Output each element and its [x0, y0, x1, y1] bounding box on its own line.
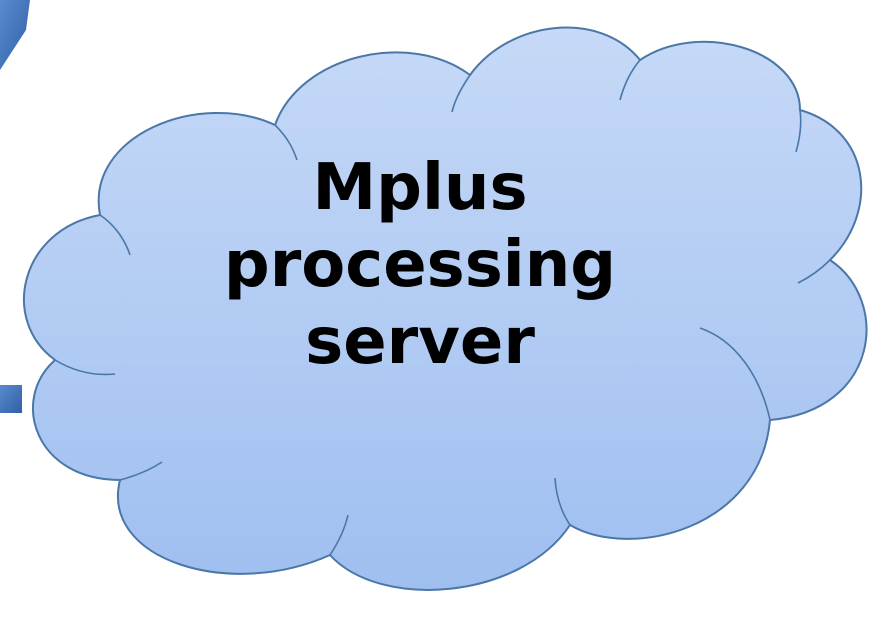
cloud-lobe-line [54, 359, 116, 376]
cloud-label: Mplus processing server [180, 150, 660, 380]
cloud-lobe-line [619, 59, 641, 101]
arrow-head-shape [0, 0, 30, 70]
cloud-lobe-line [795, 109, 802, 153]
cloud-label-line-3: server [305, 304, 535, 379]
cloud-lobe-line [99, 214, 131, 256]
cloud-lobe-line [797, 259, 831, 284]
cloud-lobe-line [451, 74, 471, 113]
cloud-lobe-line [329, 514, 349, 556]
cloud-label-line-1: Mplus [312, 151, 528, 225]
cloud-shape [22, 26, 868, 591]
arrow-shaft-shape [0, 385, 22, 413]
cloud-lobe-line [119, 461, 163, 481]
cloud-label-line-2: processing [223, 227, 617, 302]
cloud-lobe-line [274, 124, 298, 161]
cloud-lobe-line [699, 327, 771, 421]
cloud-lobe-line [554, 477, 571, 526]
